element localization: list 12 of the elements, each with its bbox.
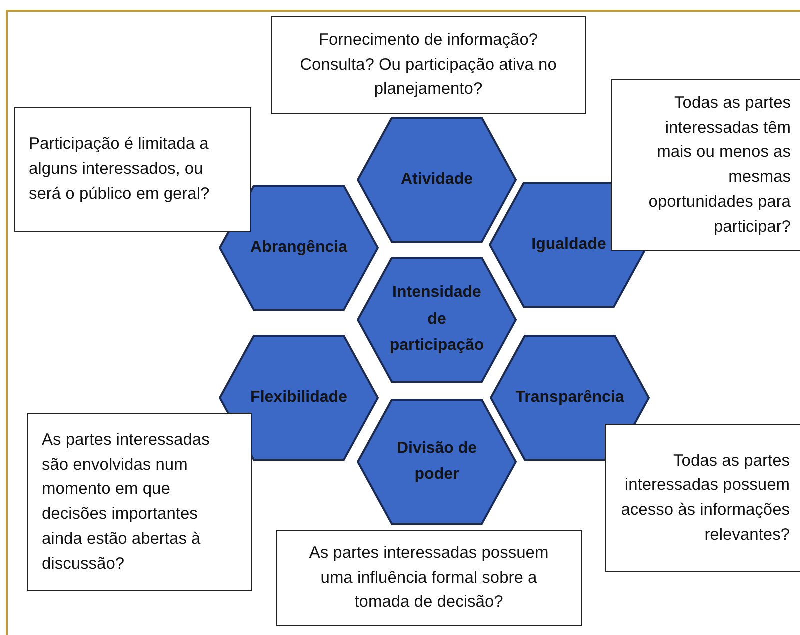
callout-box: Participação é limitada a alguns interessados, ou será o público em geral? <box>14 107 251 232</box>
hexagon: Atividade <box>357 117 517 243</box>
hexagon: Flexibilidade <box>219 335 379 461</box>
hexagon: Intensidade de participação <box>357 257 517 383</box>
hexagon: Abrangência <box>219 185 379 311</box>
hexagon: Divisão de poder <box>357 399 517 525</box>
hexagon: Transparência <box>490 335 650 461</box>
callout-box: Todas as partes interessadas possuem acesso às informações relevantes? <box>605 424 800 572</box>
callout-box: Fornecimento de informação? Consulta? Ou participação ativa no planejamento? <box>271 16 586 114</box>
callout-box: As partes interessadas são envolvidas num momento em que decisões importantes ainda estão abertas à discussão? <box>27 413 252 591</box>
callout-box: As partes interessadas possuem uma influência formal sobre a tomada de decisão? <box>276 530 582 626</box>
callout-box: Todas as partes interessadas têm mais ou menos as mesmas oportunidades para participar? <box>611 79 800 251</box>
